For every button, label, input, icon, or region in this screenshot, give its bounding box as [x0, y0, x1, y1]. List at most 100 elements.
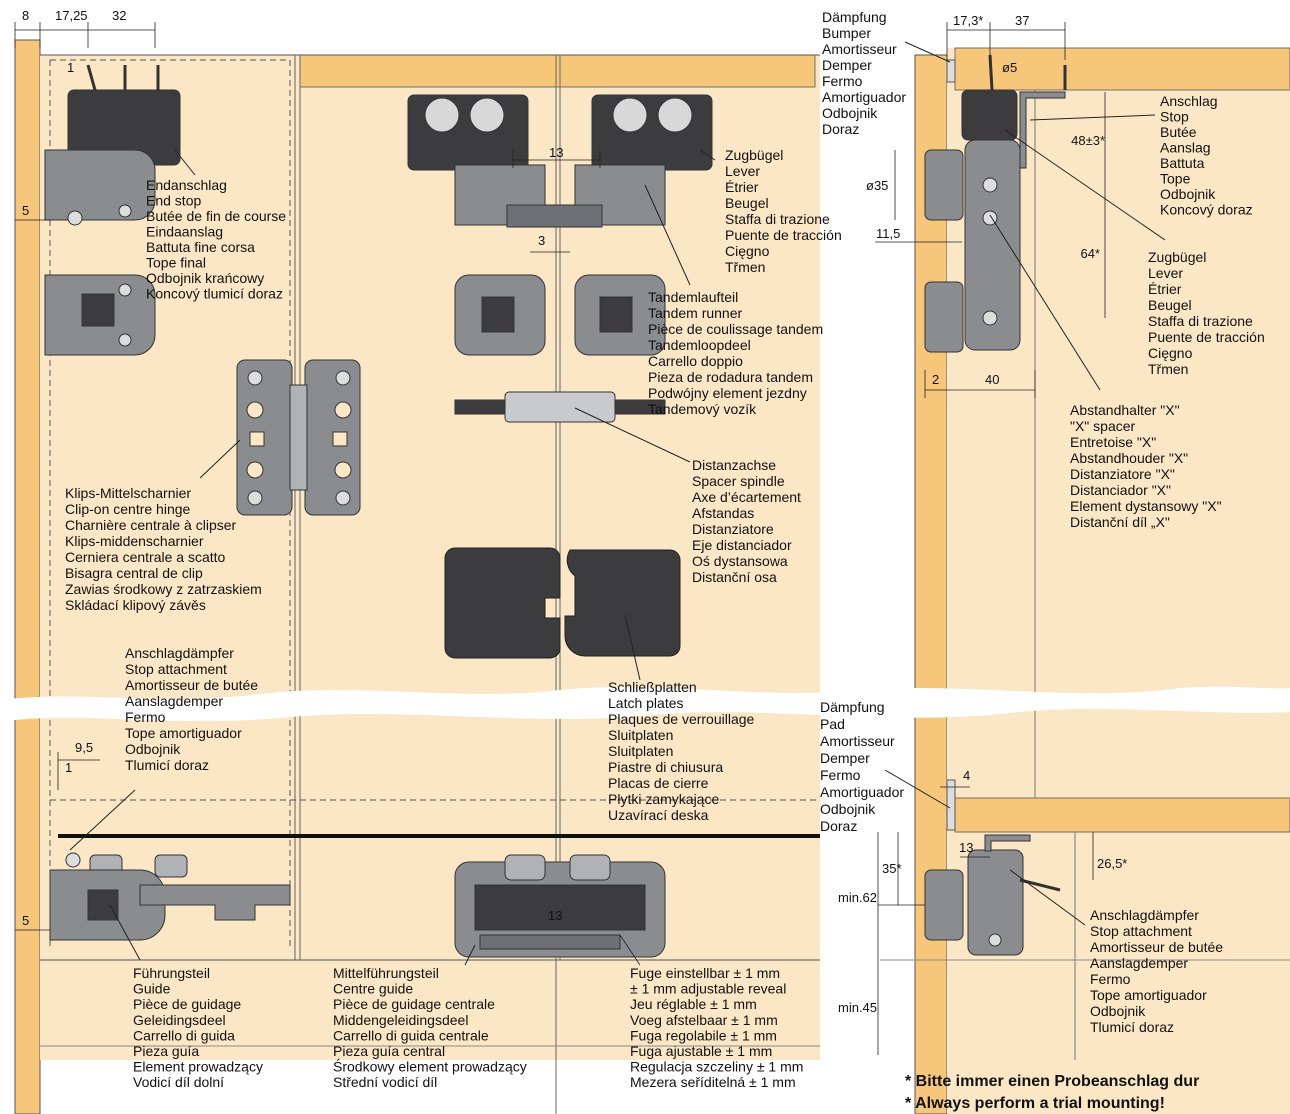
label-line: Battuta fine corsa: [146, 239, 255, 255]
label-line: Anschlag: [1160, 93, 1218, 109]
dimension-labels: 8 17,25 32 1 5 13 3 9,5 1 5 13 17,3* 37 …: [22, 8, 1127, 1015]
label-line: Lever: [1148, 265, 1183, 281]
label-line: Distanční osa: [692, 569, 777, 585]
label-line: Tope amortiguador: [1090, 987, 1207, 1003]
label-line: Abstandhalter "X": [1070, 402, 1180, 418]
label-line: Führungsteil: [133, 965, 210, 981]
label-line: Odbojnik: [125, 741, 181, 757]
leader-lines: [69, 41, 1166, 966]
label-line: Butée: [1160, 124, 1197, 140]
label-line: Fermo: [1090, 971, 1131, 987]
label-line: Piastre di chiusura: [608, 759, 723, 775]
label-line: Cięgno: [725, 243, 770, 259]
notes: * Bitte immer einen Probeanschlag dur * …: [905, 1073, 1199, 1112]
label-line: Sluitplaten: [608, 727, 673, 743]
right-top-assembly: [924, 54, 1067, 353]
label-line: Placas de cierre: [608, 775, 709, 791]
label-line: End stop: [146, 193, 201, 209]
label-line: Entretoise "X": [1070, 434, 1156, 450]
label-line: Doraz: [822, 121, 859, 137]
label-line: Puente de tracción: [1148, 329, 1265, 345]
label-line: Staffa di trazione: [725, 211, 830, 227]
label-line: Anschlagdämpfer: [125, 645, 234, 661]
label-line: Étrier: [725, 179, 759, 195]
label-line: Bumper: [822, 25, 871, 41]
label-line: Fuga ajustable ± 1 mm: [630, 1043, 772, 1059]
label-line: Demper: [820, 750, 870, 766]
label-line: Klips-Mittelscharnier: [65, 485, 191, 501]
label-line: Afstandas: [692, 505, 754, 521]
label-line: Podwójny element jezdny: [648, 385, 807, 401]
label-line: Pieza guía: [133, 1043, 199, 1059]
label-line: Stop: [1160, 109, 1189, 125]
dim-32: 32: [112, 8, 126, 23]
label-line: Tandemový vozík: [648, 401, 757, 417]
dimension-lines: [14, 22, 1106, 1055]
label-line: Tope final: [146, 255, 206, 271]
label-line: Tope amortiguador: [125, 725, 242, 741]
dim-3-mid: 3: [538, 233, 545, 248]
label-line: Fermo: [822, 73, 863, 89]
label-line: Charnière centrale à clipser: [65, 517, 237, 533]
label-line: Fuga regolabile ± 1 mm: [630, 1027, 777, 1043]
dim-40: 40: [985, 372, 999, 387]
spacer-spindle-part: [454, 391, 666, 423]
label-line: Clip-on centre hinge: [65, 501, 191, 517]
label-line: Płytki zamykające: [608, 791, 719, 807]
label-line: Cięgno: [1148, 345, 1193, 361]
dim-17-25: 17,25: [55, 8, 88, 23]
label-line: Carrello doppio: [648, 353, 743, 369]
label-line: Element dystansowy "X": [1070, 498, 1222, 514]
label-line: Odbojnik: [822, 105, 878, 121]
label-line: Mittelführungsteil: [333, 965, 439, 981]
note-trial-de: * Bitte immer einen Probeanschlag dur: [905, 1073, 1199, 1090]
label-line: Guide: [133, 981, 171, 997]
label-line: Staffa di trazione: [1148, 313, 1253, 329]
label-line: Zugbügel: [725, 147, 783, 163]
dim-35: 35*: [882, 861, 902, 876]
label-line: Distanziatore "X": [1070, 466, 1175, 482]
label-line: Geleidingsdeel: [133, 1012, 226, 1028]
label-line: Klips-middenscharnier: [65, 533, 204, 549]
label-line: Pièce de guidage centrale: [333, 996, 495, 1012]
end-stop-part: [44, 64, 181, 356]
label-line: Oś dystansowa: [692, 553, 788, 569]
label-line: Distanziatore: [692, 521, 774, 537]
label-line: Stop attachment: [125, 661, 227, 677]
label-line: Element prowadzący: [133, 1059, 263, 1075]
label-line: Fuge einstellbar ± 1 mm: [630, 965, 780, 981]
label-line: Middengeleidingsdeel: [333, 1012, 468, 1028]
right-bottom-assembly: [924, 834, 1061, 956]
label-line: Tandem runner: [648, 305, 743, 321]
label-line: Doraz: [820, 818, 857, 834]
dim-48: 48±3*: [1071, 133, 1105, 148]
label-line: Schließplatten: [608, 679, 697, 695]
label-line: Latch plates: [608, 695, 684, 711]
label-line: Beugel: [725, 195, 769, 211]
label-line: Amortisseur: [820, 733, 895, 749]
label-line: Tlumicí doraz: [1090, 1019, 1174, 1035]
dim-13-right: 13: [959, 840, 973, 855]
label-line: ± 1 mm adjustable reveal: [630, 981, 786, 997]
label-line: Dämpfung: [820, 699, 885, 715]
dim-4: 4: [963, 768, 970, 783]
label-line: Střední vodicí díl: [333, 1074, 437, 1090]
label-line: Endanschlag: [146, 177, 227, 193]
label-line: Aanslag: [1160, 140, 1211, 156]
dim-8: 8: [22, 8, 29, 23]
label-line: Distanciador "X": [1070, 482, 1171, 498]
label-line: Pièce de guidage: [133, 996, 241, 1012]
dim-1-top: 1: [67, 60, 74, 75]
label-line: Beugel: [1148, 297, 1192, 313]
dim-37: 37: [1015, 13, 1029, 28]
label-line: Uzavírací deska: [608, 807, 709, 823]
label-line: Carrello di guida centrale: [333, 1027, 489, 1043]
label-line: Centre guide: [333, 981, 413, 997]
dim-13-mid: 13: [549, 145, 563, 160]
label-line: Distanzachse: [692, 457, 776, 473]
label-line: Jeu réglable ± 1 mm: [630, 996, 757, 1012]
label-line: Odbojnik: [1090, 1003, 1146, 1019]
label-line: Carrello di guida: [133, 1027, 235, 1043]
label-line: Odbojnik: [1160, 186, 1216, 202]
label-line: Aanslagdemper: [125, 693, 223, 709]
